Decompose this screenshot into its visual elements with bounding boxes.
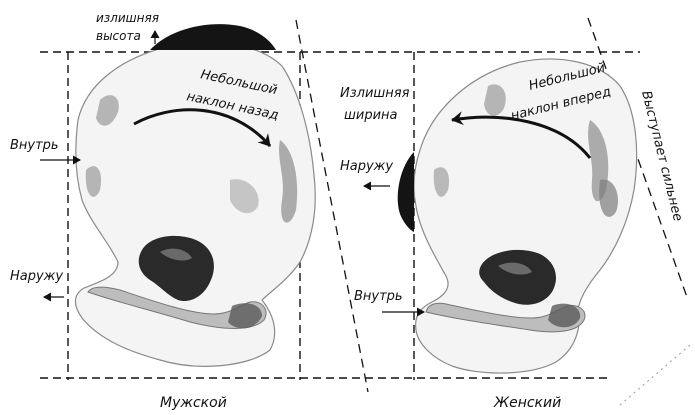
male-inward-label: Внутрь: [10, 138, 59, 153]
female-inward-label: Внутрь: [354, 289, 403, 304]
male-excess-height-cap: [150, 24, 276, 50]
female-dotted-line: [620, 345, 690, 405]
male-excess-height-label-2: высота: [96, 29, 141, 43]
female-excess-width-bulge: [398, 152, 414, 232]
female-protrudes-label: Выступает сильнее: [638, 89, 685, 222]
female-caption: Женский: [493, 395, 561, 411]
female-excess-width-label-1: Излишняя: [340, 86, 410, 101]
male-outward-label: Наружу: [10, 269, 63, 284]
female-excess-width-label-2: ширина: [344, 108, 398, 123]
male-caption: Мужской: [160, 395, 227, 411]
male-pelvis-group: излишняя высота Небольшой наклон назад В…: [10, 11, 368, 411]
female-pelvis-group: Излишняя ширина Небольшой наклон вперед …: [300, 18, 690, 411]
male-excess-height-label-1: излишняя: [96, 11, 159, 25]
female-outward-label: Наружу: [340, 159, 393, 174]
